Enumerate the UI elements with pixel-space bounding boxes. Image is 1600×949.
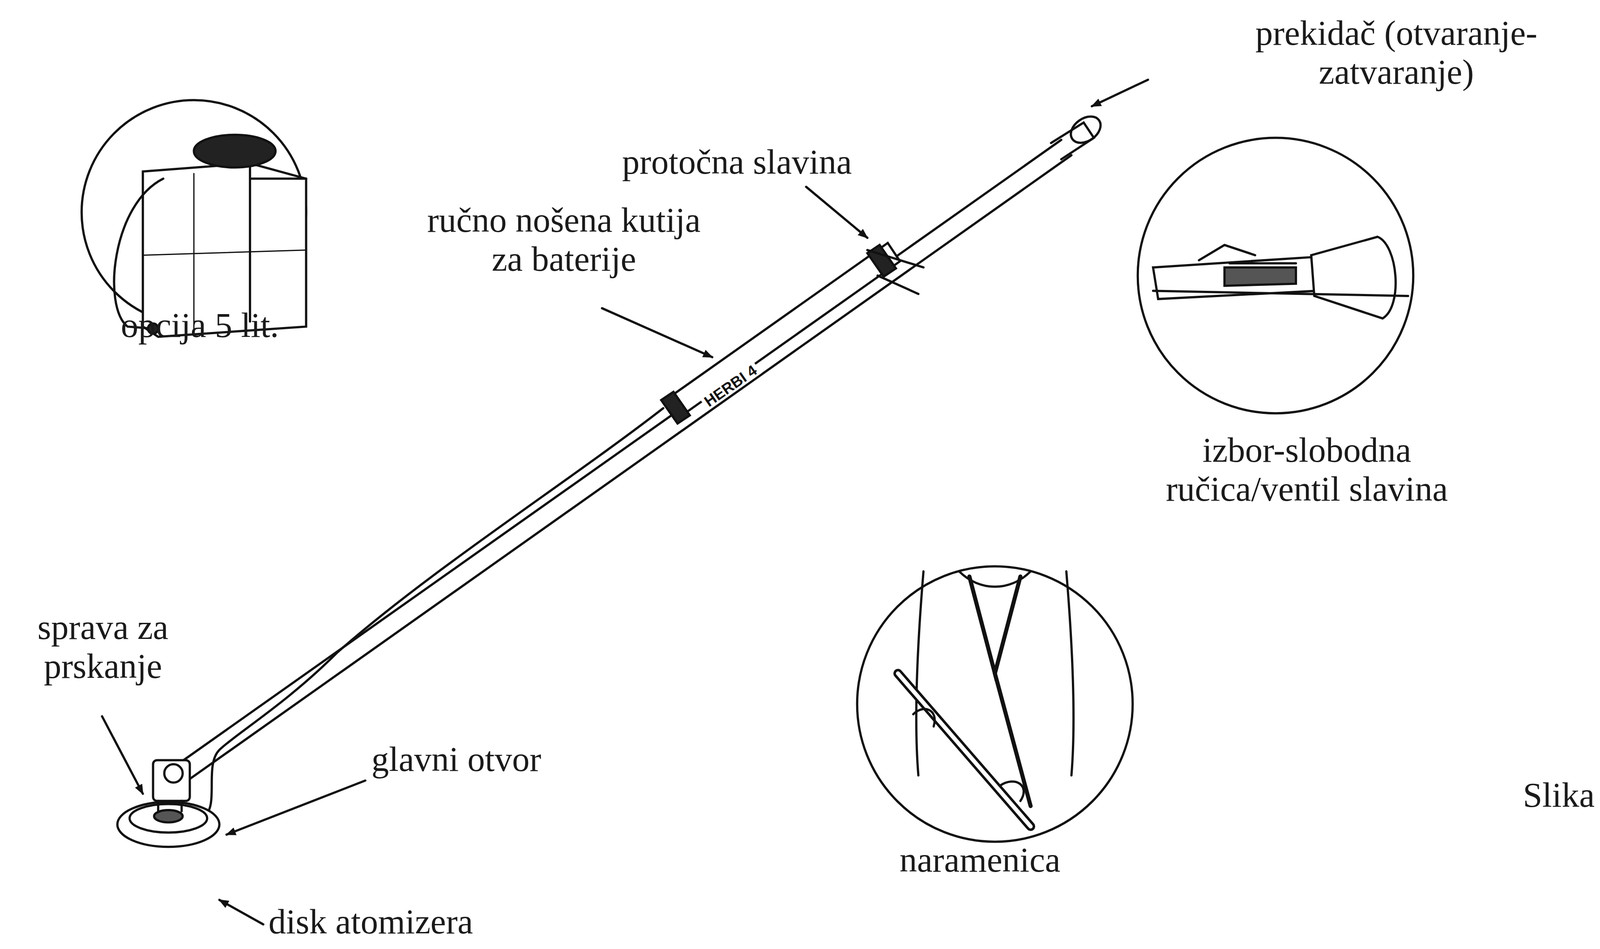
option-label: opcija 5 lit. xyxy=(120,305,279,345)
part-label: ručno nošena kutija za baterije xyxy=(416,200,712,279)
option-label: izbor-slobodna ručica/ventil slavina xyxy=(1127,430,1486,509)
part-label: glavni otvor xyxy=(371,739,542,779)
figure-label: Slika xyxy=(1523,775,1595,815)
part-label: naramenica xyxy=(899,840,1061,880)
part-label: sprava za prskanje xyxy=(8,607,197,687)
part-label: disk atomizera xyxy=(268,902,474,942)
part-label: prekidač (otvaranje-zatvaranje) xyxy=(1199,13,1594,92)
part-label: protočna slavina xyxy=(622,142,852,182)
